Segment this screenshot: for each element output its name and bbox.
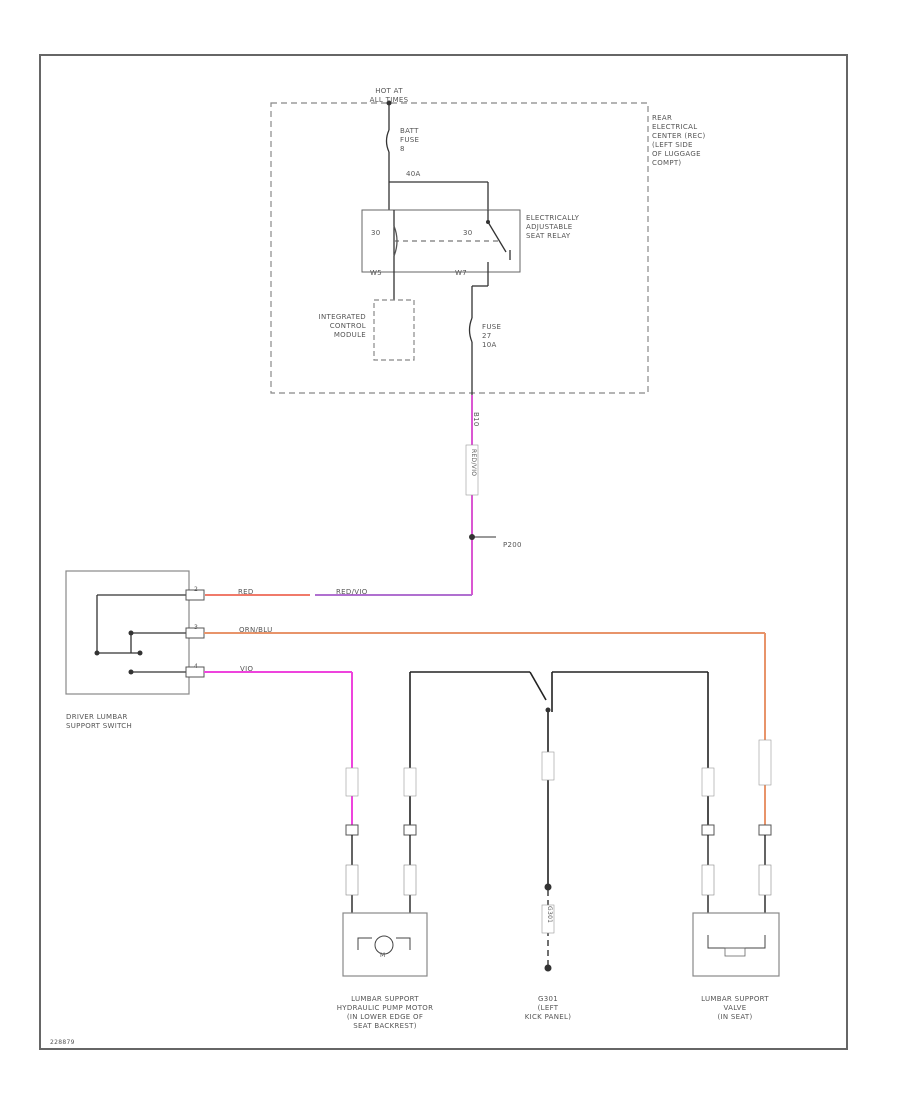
wire-vio bbox=[204, 671, 353, 830]
relay-pin-30-right: 30 bbox=[463, 229, 473, 237]
lead-label-boxes bbox=[345, 864, 772, 896]
batt-fuse-amps: 40A bbox=[406, 170, 421, 178]
switch-internals bbox=[96, 594, 188, 673]
connector-b10: B10 bbox=[472, 412, 480, 427]
switch-pin-2: 2 bbox=[194, 586, 199, 593]
hot-at-label: HOT AT ALL TIMES bbox=[369, 87, 409, 104]
wire-label-red: RED bbox=[238, 588, 254, 596]
wire-label-red-vio-vertical: RED/VIO bbox=[470, 449, 477, 477]
rear-electrical-center-box bbox=[270, 102, 649, 394]
relay-pin-30-left: 30 bbox=[371, 229, 381, 237]
fuse-27-label: FUSE 27 10A bbox=[482, 323, 502, 349]
wire-orn-blu bbox=[204, 632, 766, 830]
wire-label-red-vio: RED/VIO bbox=[336, 588, 368, 596]
component-connectors bbox=[345, 824, 772, 836]
valve-label: LUMBAR SUPPORT VALVE (IN SEAT) bbox=[701, 995, 769, 1021]
icm-label: INTEGRATED CONTROL MODULE bbox=[318, 313, 366, 339]
switch-label: DRIVER LUMBAR SUPPORT SWITCH bbox=[66, 713, 133, 730]
switch-pin-3: 3 bbox=[194, 624, 199, 631]
splice-label: P200 bbox=[503, 541, 522, 549]
pump-motor-box bbox=[342, 912, 428, 977]
batt-fuse-label: BATT FUSE 8 bbox=[400, 127, 420, 153]
motor-symbol-label: M bbox=[380, 952, 386, 959]
motor-symbol bbox=[357, 935, 411, 955]
battery-feed bbox=[385, 103, 489, 210]
relay-label: ELECTRICALLY ADJUSTABLE SEAT RELAY bbox=[526, 214, 580, 240]
wire-label-box-vertical bbox=[465, 444, 479, 496]
relay-pin-w5: W5 bbox=[370, 269, 382, 277]
rear-center-label: REAR ELECTRICAL CENTER (REC) (LEFT SIDE … bbox=[652, 114, 706, 167]
wire-label-boxes bbox=[345, 739, 772, 797]
ground-id: G301 bbox=[546, 906, 553, 924]
footer-code: 228879 bbox=[50, 1039, 75, 1046]
relay-contact bbox=[486, 220, 490, 224]
relay-pin-w7: W7 bbox=[455, 269, 467, 277]
ground-top-dot bbox=[544, 883, 552, 891]
icm-box bbox=[373, 299, 415, 361]
ground-label: G301 (LEFT KICK PANEL) bbox=[524, 995, 572, 1021]
switch-pin-4: 4 bbox=[194, 663, 199, 670]
pump-motor-label: LUMBAR SUPPORT HYDRAULIC PUMP MOTOR (IN … bbox=[336, 995, 434, 1030]
relay-box bbox=[361, 209, 521, 273]
relay-internals bbox=[393, 210, 511, 272]
power-node bbox=[386, 100, 392, 106]
wire-label-vio: VIO bbox=[240, 665, 254, 673]
diagram-border bbox=[39, 54, 848, 1050]
relay-outputs bbox=[393, 272, 489, 395]
valve-box bbox=[692, 912, 780, 977]
ground-dot bbox=[544, 964, 552, 972]
wire-label-orn-blu: ORN/BLU bbox=[239, 626, 273, 634]
wire-black-network bbox=[409, 671, 709, 885]
